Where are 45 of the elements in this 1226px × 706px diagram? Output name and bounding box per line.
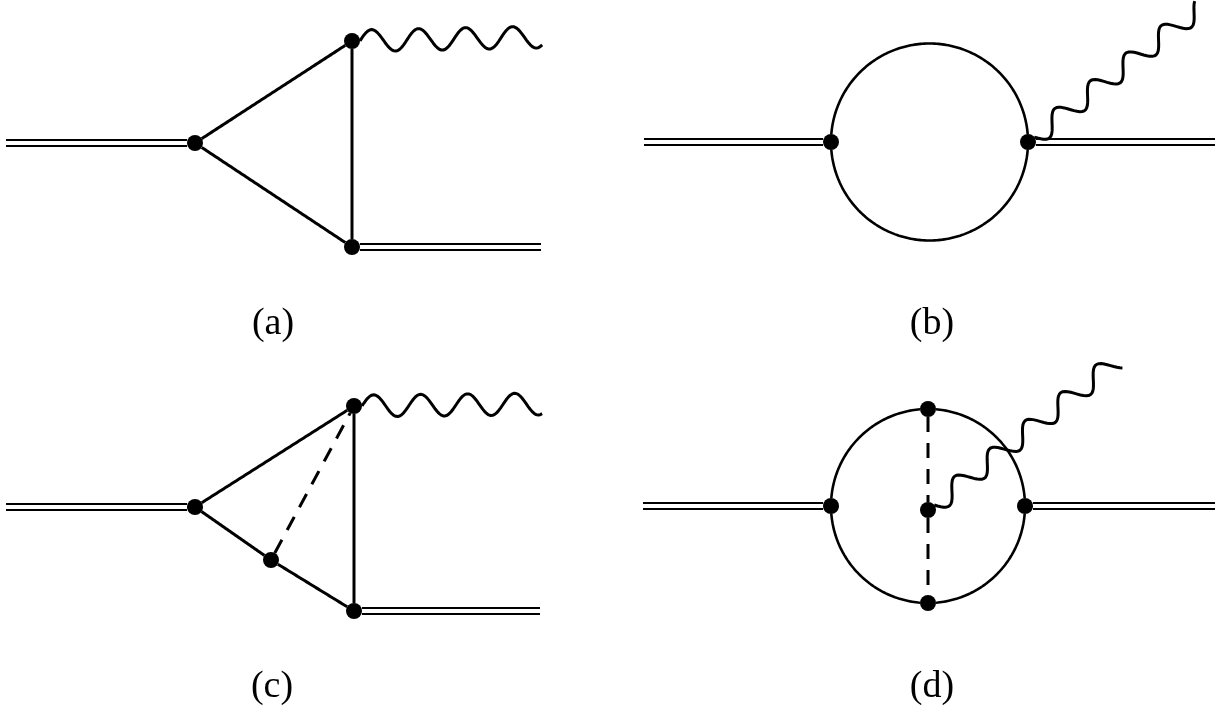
arc-line (830, 42, 1029, 135)
arc-line (830, 149, 1029, 242)
wavy-line (360, 391, 543, 418)
solid-line (350, 49, 354, 239)
vertex-dot (920, 502, 936, 518)
arc-line (935, 408, 1026, 499)
wavy-line (358, 25, 544, 53)
vertex-dot (1020, 134, 1036, 150)
panel-label: (b) (909, 302, 955, 340)
solid-line (200, 146, 347, 244)
arc-line (935, 513, 1026, 604)
dashed-line (926, 417, 930, 502)
panel-label: (c) (250, 665, 294, 703)
vertex-dot (920, 401, 936, 417)
vertex-dot (344, 33, 360, 49)
solid-line (200, 510, 266, 557)
double-line (359, 243, 542, 251)
vertex-dot (346, 398, 362, 414)
vertex-dot (344, 239, 360, 255)
solid-line (200, 409, 349, 504)
solid-line (277, 562, 348, 609)
vertex-dot (920, 595, 936, 611)
arc-line (830, 513, 921, 604)
panel-label: (d) (909, 665, 955, 703)
double-line (5, 503, 188, 511)
arc-line (830, 408, 921, 499)
solid-line (200, 44, 347, 140)
double-line (5, 139, 188, 147)
wavy-line (933, 362, 1123, 509)
double-line (643, 138, 824, 146)
vertex-dot (263, 552, 279, 568)
vertex-dot (823, 498, 839, 514)
vertex-dot (346, 603, 362, 619)
dashed-line (273, 412, 352, 554)
double-line (1035, 138, 1216, 146)
double-line (361, 607, 541, 615)
double-line (1032, 502, 1216, 510)
vertex-dot (1017, 498, 1033, 514)
panel-label: (a) (251, 302, 295, 340)
double-line (642, 502, 824, 510)
solid-line (352, 414, 356, 603)
vertex-dot (187, 499, 203, 515)
vertex-dot (823, 134, 839, 150)
wavy-line (1033, 0, 1197, 141)
vertex-dot (187, 135, 203, 151)
